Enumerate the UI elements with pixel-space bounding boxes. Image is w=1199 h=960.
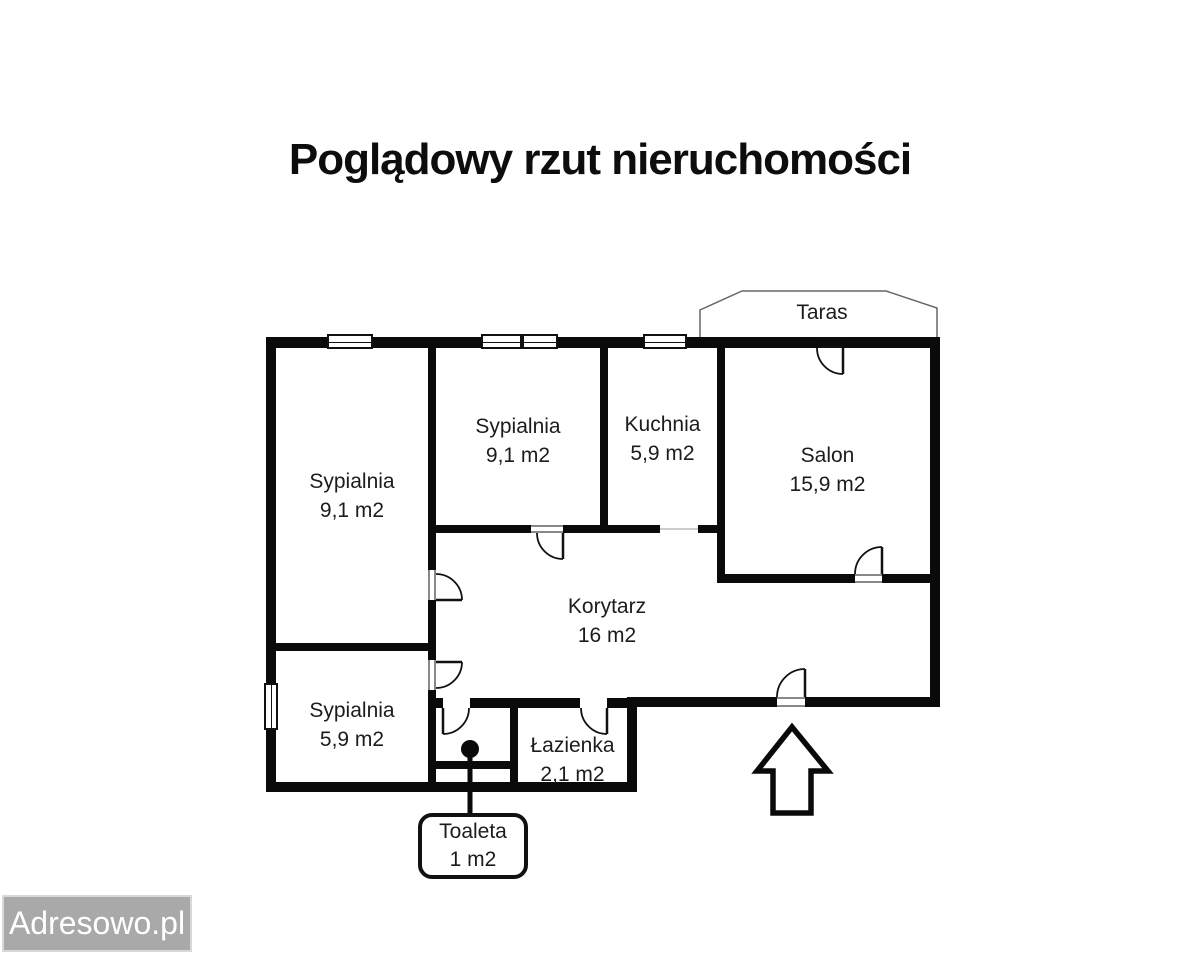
wall-segment [627, 697, 777, 707]
wall-segment [698, 525, 717, 533]
toilet-callout: Toaleta 1 m2 [418, 813, 528, 879]
room-area: 9,1 m2 [485, 444, 551, 467]
room-label-corridor: Korytarz 16 m2 [507, 592, 707, 650]
wall-segment [266, 782, 637, 792]
door-symbol [428, 570, 463, 602]
window-symbol [643, 334, 687, 349]
wall-segment [510, 702, 518, 792]
wall-segment [805, 697, 940, 707]
door-symbol [531, 525, 565, 560]
room-name: Korytarz [567, 595, 647, 618]
wall-segment [266, 337, 276, 792]
room-name: Taras [796, 301, 848, 324]
page-title: Poglądowy rzut nieruchomości [288, 135, 912, 185]
window-symbol [327, 334, 373, 349]
room-label-bedroom-small: Sypialnia 5,9 m2 [276, 696, 428, 754]
door-symbol [428, 660, 463, 690]
wall-segment [882, 574, 940, 583]
wall-segment [428, 600, 436, 660]
wall-segment [428, 690, 436, 782]
room-name: Sypialnia [309, 699, 395, 722]
watermark-text: Adresowo.pl [8, 905, 186, 941]
wall-segment [717, 340, 725, 583]
room-label-kitchen: Kuchnia 5,9 m2 [608, 410, 717, 468]
watermark-badge: Adresowo.pl [2, 895, 192, 952]
room-name: Sypialnia [475, 415, 561, 438]
room-area: 16 m2 [577, 624, 637, 647]
entrance-arrow-icon [751, 722, 834, 816]
terrace-label: Taras [742, 301, 902, 325]
wall-segment [600, 340, 608, 525]
door-symbol [854, 546, 884, 583]
wall-segment [428, 761, 518, 769]
room-name: Toaleta [439, 820, 507, 843]
window-mullion [520, 335, 524, 348]
window-symbol [481, 334, 558, 349]
window-symbol [264, 683, 278, 730]
room-label-bedroom-mid: Sypialnia 9,1 m2 [436, 412, 600, 470]
wall-segment [627, 702, 637, 792]
wall-segment [428, 525, 531, 533]
room-label-salon: Salon 15,9 m2 [725, 441, 930, 499]
room-area: 15,9 m2 [789, 473, 866, 496]
entrance-door-symbol [776, 668, 807, 707]
room-area: 2,1 m2 [540, 763, 605, 786]
room-name: Sypialnia [309, 470, 395, 493]
wall-segment [607, 698, 627, 708]
room-area: 9,1 m2 [319, 499, 385, 522]
wall-segment [930, 337, 940, 707]
wall-segment [563, 525, 660, 533]
wall-segment [266, 643, 436, 651]
wall-segment [717, 574, 855, 583]
wall-segment [428, 698, 443, 708]
room-area: 5,9 m2 [319, 728, 385, 751]
toilet-connector [461, 740, 479, 815]
room-name: Łazienka [530, 734, 615, 757]
room-label-bedroom-left: Sypialnia 9,1 m2 [276, 467, 428, 525]
wall-segment [470, 698, 580, 708]
room-label-bathroom: Łazienka 2,1 m2 [510, 731, 635, 789]
room-name: Salon [800, 444, 855, 467]
wall-segment [428, 340, 436, 570]
room-name: Kuchnia [624, 413, 701, 436]
room-area: 5,9 m2 [630, 442, 695, 465]
door-symbol [441, 707, 470, 735]
room-area: 1 m2 [449, 848, 497, 871]
